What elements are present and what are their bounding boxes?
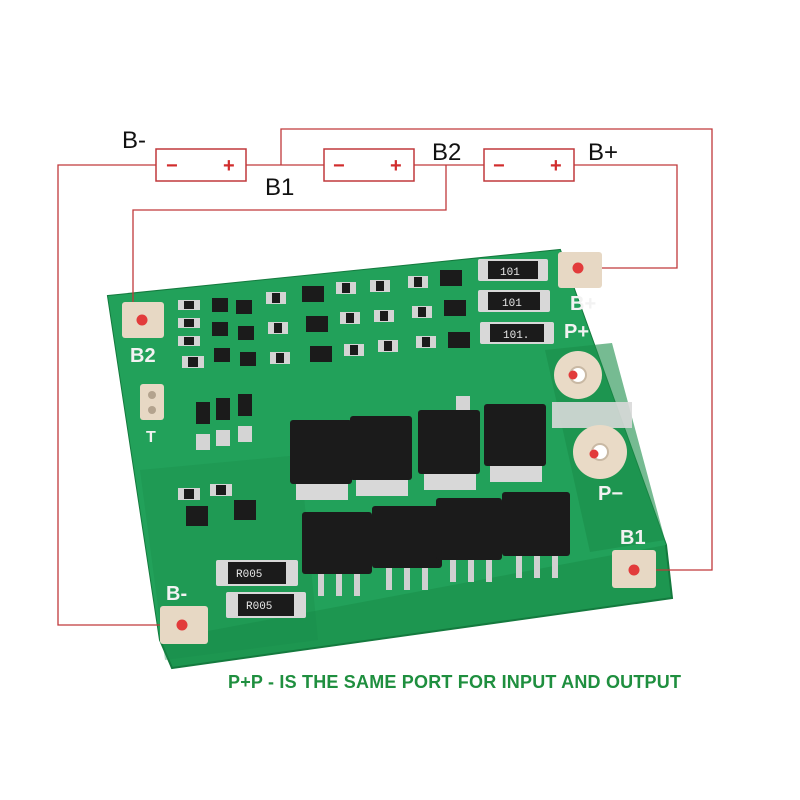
cell-1-minus: − bbox=[166, 155, 178, 177]
silk-t: T bbox=[146, 429, 156, 446]
svg-text:R005: R005 bbox=[246, 601, 272, 613]
label-b2: B2 bbox=[432, 139, 461, 166]
mosfet-row-top bbox=[290, 404, 546, 500]
resistor-101-a: 101 bbox=[478, 259, 548, 281]
cell-1-plus: + bbox=[223, 155, 235, 177]
cell-2-plus: + bbox=[390, 155, 402, 177]
resistor-101-c: 101. bbox=[480, 322, 554, 344]
silk-b-minus: B- bbox=[166, 583, 187, 605]
mosfet-row-bottom bbox=[302, 492, 570, 596]
silk-p-minus: P− bbox=[598, 483, 623, 505]
silk-b1: B1 bbox=[620, 527, 646, 549]
smd-components bbox=[178, 270, 470, 526]
cell-3-minus: − bbox=[493, 155, 505, 177]
shunt-resistor-a: R005 bbox=[216, 560, 298, 586]
svg-text:101.: 101. bbox=[503, 330, 529, 342]
cell-terminal-signs: − + − + − + bbox=[166, 155, 562, 177]
shunt-resistor-b: R005 bbox=[226, 592, 306, 618]
label-b-minus: B- bbox=[122, 127, 146, 154]
resistor-101-b: 101 bbox=[478, 290, 550, 312]
pcb-board: B2 B+ P+ P− B1 B- T 101 101 101. bbox=[106, 248, 674, 670]
svg-text:101: 101 bbox=[500, 267, 520, 279]
cell-2-minus: − bbox=[333, 155, 345, 177]
caption-text: P+P - IS THE SAME PORT FOR INPUT AND OUT… bbox=[228, 672, 682, 692]
silk-p-plus: P+ bbox=[564, 321, 589, 343]
label-b1: B1 bbox=[265, 174, 294, 201]
wiring bbox=[57, 128, 713, 626]
svg-text:R005: R005 bbox=[236, 569, 262, 581]
svg-text:101: 101 bbox=[502, 298, 522, 310]
label-b-plus: B+ bbox=[588, 139, 618, 166]
silk-b-plus: B+ bbox=[570, 293, 596, 315]
silk-b2: B2 bbox=[130, 345, 156, 367]
cell-3-plus: + bbox=[550, 155, 562, 177]
